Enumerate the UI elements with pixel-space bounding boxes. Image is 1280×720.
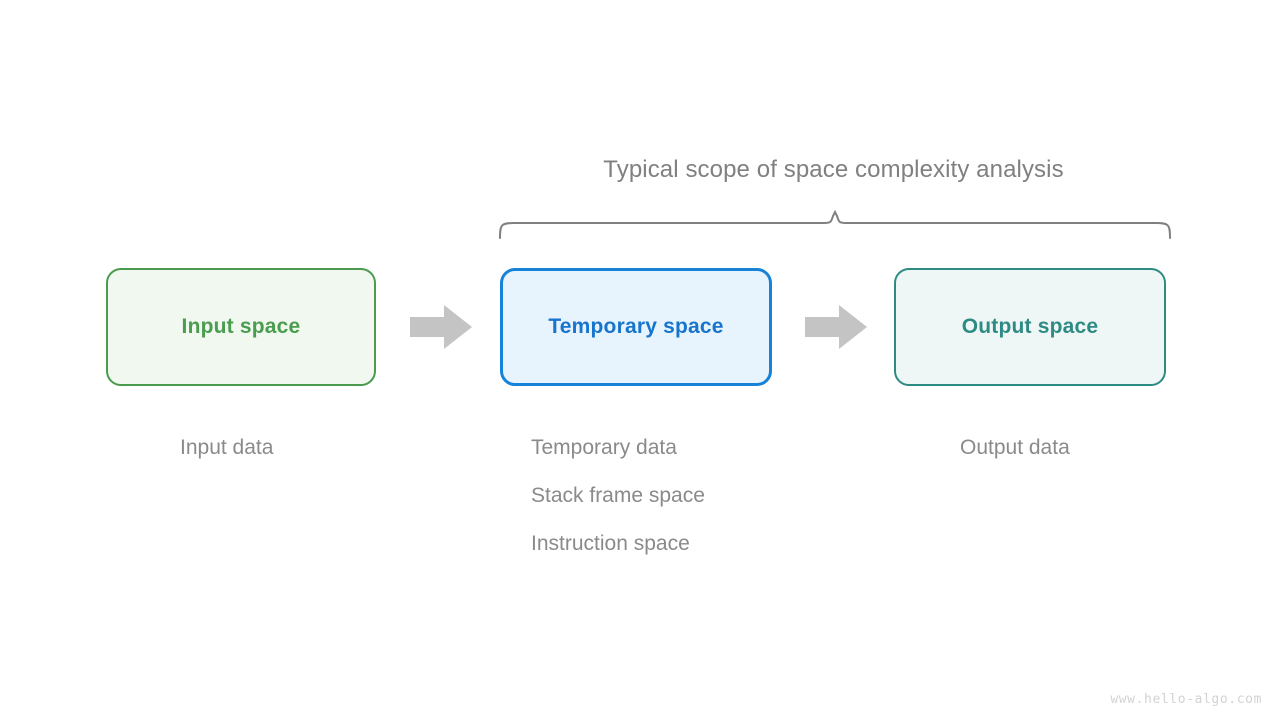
caption-line: Stack frame space: [531, 484, 705, 507]
scope-title: Typical scope of space complexity analys…: [603, 156, 1064, 183]
temporary-space-label: Temporary space: [548, 315, 724, 338]
output-space-box: Output space: [894, 268, 1166, 386]
caption-line: Output data: [960, 436, 1070, 459]
input-space-label: Input space: [181, 315, 301, 338]
arrow-right-icon: [805, 305, 867, 349]
caption-line: Temporary data: [531, 436, 677, 459]
input-space-box: Input space: [106, 268, 376, 386]
watermark: www.hello-algo.com: [1110, 692, 1262, 707]
input-caption-group: Input data: [180, 424, 273, 472]
caption-line: Input data: [180, 436, 274, 459]
output-space-label: Output space: [961, 315, 1099, 338]
curly-brace-icon: [499, 209, 1171, 239]
temporary-space-box: Temporary space: [500, 268, 772, 386]
output-caption-group: Output data: [960, 424, 1070, 472]
arrow-right-icon: [410, 305, 472, 349]
caption-line: Instruction space: [531, 532, 690, 555]
temporary-caption-group: Temporary data Stack frame space Instruc…: [531, 424, 705, 568]
